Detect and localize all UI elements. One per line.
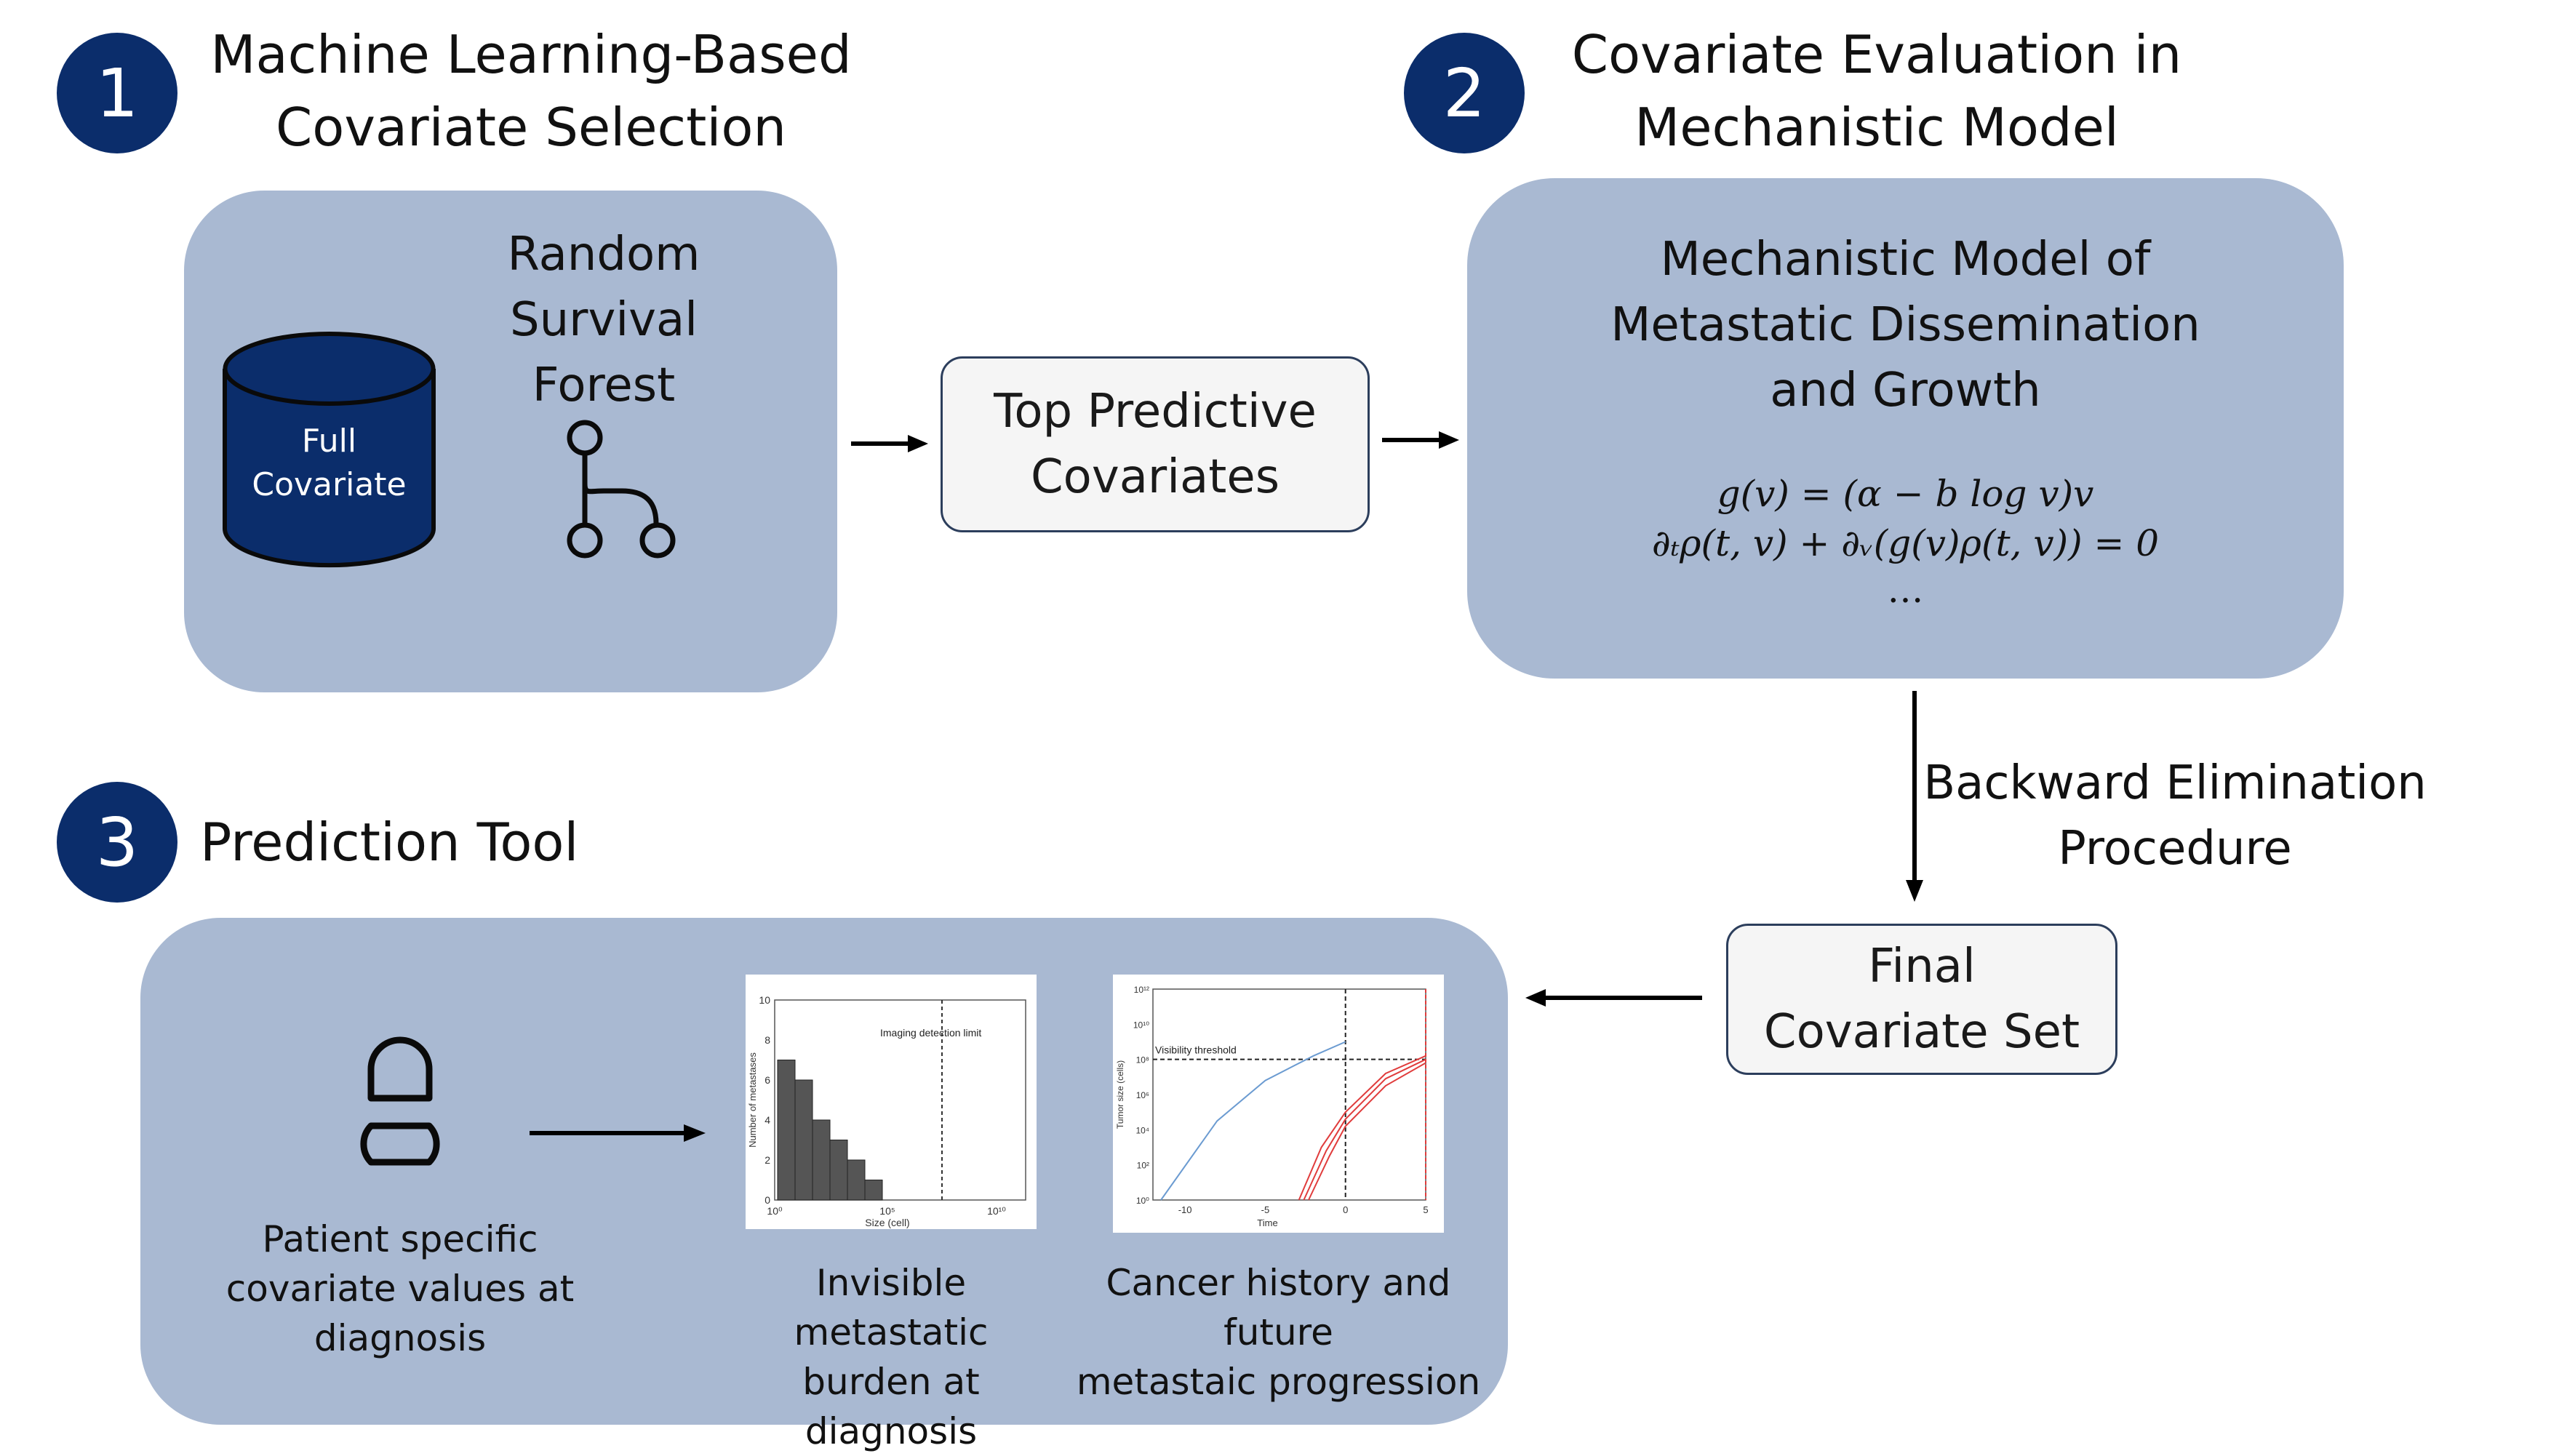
growth-ylabel: Tumor size (cells) bbox=[1115, 1060, 1125, 1129]
hist-ytick-label: 2 bbox=[764, 1154, 770, 1166]
hist-ytick-label: 10 bbox=[759, 994, 770, 1006]
hist-bar bbox=[847, 1159, 866, 1201]
history-caption-line1: Cancer history and future bbox=[1106, 1262, 1451, 1353]
hist-bar bbox=[829, 1140, 848, 1201]
step-1-title-line2: Covariate Selection bbox=[276, 97, 786, 158]
growth-equation: g(v) = (α − b log v)v bbox=[1717, 473, 2094, 515]
top-predictive-line1: Top Predictive bbox=[994, 385, 1317, 439]
backward-elimination-line1: Backward Elimination bbox=[1923, 756, 2427, 810]
hist-xtick-label: 10⁰ bbox=[767, 1205, 783, 1217]
step-3-badge: 3 bbox=[57, 782, 177, 903]
hist-bar bbox=[812, 1119, 831, 1201]
growth-ytick-label: 10² bbox=[1137, 1161, 1149, 1171]
mechanistic-model-title: Mechanistic Model of Metastatic Dissemin… bbox=[1540, 227, 2271, 423]
step-2-number: 2 bbox=[1442, 54, 1486, 132]
growth-axes-box bbox=[1152, 988, 1426, 1201]
mechanistic-model-panel bbox=[1467, 178, 2344, 679]
patient-caption: Patient specific covariate values at dia… bbox=[218, 1215, 582, 1363]
database-icon bbox=[223, 332, 436, 568]
mechanistic-model-line3: and Growth bbox=[1770, 364, 2041, 417]
step-1-title-line1: Machine Learning-Based bbox=[210, 24, 852, 85]
arrow-to-burden-chart bbox=[530, 1124, 706, 1142]
growth-xtick-label: -10 bbox=[1178, 1204, 1192, 1215]
burden-caption-line2: burden at diagnosis bbox=[802, 1361, 980, 1452]
hist-bar bbox=[864, 1180, 883, 1201]
hist-ytick-label: 6 bbox=[764, 1074, 770, 1086]
top-predictive-line2: Covariates bbox=[1030, 450, 1280, 504]
step-2-title-line1: Covariate Evaluation in bbox=[1571, 24, 2182, 85]
step-1-title: Machine Learning-Based Covariate Selecti… bbox=[196, 18, 866, 164]
growth-ytick-label: 10⁰ bbox=[1136, 1196, 1149, 1206]
mechanistic-model-line1: Mechanistic Model of bbox=[1660, 233, 2151, 287]
patient-caption-line2: covariate values at bbox=[225, 1268, 575, 1310]
metastasis-line bbox=[1298, 1055, 1426, 1201]
growth-xtick-label: 5 bbox=[1423, 1204, 1428, 1215]
rsf-label-line1: Random bbox=[507, 228, 700, 281]
backward-elimination-line2: Procedure bbox=[2058, 822, 2292, 876]
growth-xlabel: Time bbox=[1257, 1217, 1277, 1228]
step-1-badge: 1 bbox=[57, 33, 177, 153]
database-label-line1: Full bbox=[301, 423, 357, 460]
step-2-title: Covariate Evaluation in Mechanistic Mode… bbox=[1549, 18, 2204, 164]
rsf-label-line2: Survival Forest bbox=[509, 293, 698, 412]
final-set-line1: Final bbox=[1868, 940, 1976, 993]
hist-ytick-label: 0 bbox=[764, 1194, 770, 1206]
burden-caption: Invisible metastatic burden at diagnosis bbox=[716, 1258, 1066, 1456]
database-label: Full Covariate bbox=[222, 420, 436, 507]
hist-ytick-label: 8 bbox=[764, 1034, 770, 1046]
arrow-to-top-predictive bbox=[851, 435, 928, 452]
burden-caption-line1: Invisible metastatic bbox=[794, 1262, 989, 1353]
final-set-line2: Covariate Set bbox=[1763, 1005, 2080, 1059]
transport-equation: ∂ₜρ(t, v) + ∂ᵥ(g(v)ρ(t, v)) = 0 bbox=[1651, 522, 2160, 564]
mechanistic-model-line2: Metastatic Dissemination bbox=[1610, 298, 2200, 352]
hist-xtick-label: 10¹⁰ bbox=[987, 1205, 1006, 1217]
step-2-title-line2: Mechanistic Model bbox=[1634, 97, 2119, 158]
growth-ytick-label: 10⁸ bbox=[1136, 1055, 1149, 1065]
top-predictive-covariates-node: Top Predictive Covariates bbox=[941, 356, 1370, 532]
patient-caption-line1: Patient specific bbox=[262, 1218, 538, 1260]
step-1-number: 1 bbox=[95, 54, 139, 132]
metastasis-line bbox=[1303, 1058, 1426, 1201]
tree-icon bbox=[567, 420, 676, 559]
step-3-title: Prediction Tool bbox=[200, 812, 579, 873]
hist-ylabel: Number of metastases bbox=[747, 1052, 758, 1148]
metastasis-line bbox=[1308, 1062, 1426, 1201]
hist-bar bbox=[777, 1060, 796, 1201]
metastatic-burden-chart: 0 2 4 6 8 10 10⁰ 10⁵ 10¹⁰ Imaging detection limit… bbox=[746, 975, 1037, 1229]
growth-annotation: Visibility threshold bbox=[1155, 1044, 1237, 1056]
equation-ellipsis: … bbox=[1887, 569, 1924, 611]
patient-caption-line3: diagnosis bbox=[314, 1317, 487, 1359]
growth-ytick-label: 10⁶ bbox=[1136, 1090, 1149, 1100]
hist-xtick-label: 10⁵ bbox=[879, 1205, 895, 1217]
growth-ytick-label: 10¹⁰ bbox=[1133, 1020, 1149, 1030]
growth-ytick-label: 10¹² bbox=[1134, 985, 1149, 995]
rsf-label: Random Survival Forest bbox=[436, 222, 771, 418]
growth-svg: 10⁰ 10² 10⁴ 10⁶ 10⁸ 10¹⁰ 10¹² -10 -5 0 5 Visibility… bbox=[1115, 985, 1429, 1228]
final-covariate-set-node: Final Covariate Set bbox=[1726, 924, 2117, 1075]
step-3-number: 3 bbox=[95, 803, 139, 881]
growth-ytick-label: 10⁴ bbox=[1135, 1125, 1149, 1135]
arrow-to-prediction-tool bbox=[1525, 989, 1702, 1007]
hist-xlabel: Size (cell) bbox=[865, 1217, 909, 1228]
hist-ytick-label: 4 bbox=[764, 1114, 770, 1126]
arrow-to-final-set bbox=[1906, 691, 1923, 902]
primary-tumor-line bbox=[1160, 1041, 1346, 1201]
backward-elimination-label: Backward Elimination Procedure bbox=[1920, 751, 2430, 881]
growth-xtick-label: 0 bbox=[1343, 1204, 1348, 1215]
arrow-to-mechanistic-model bbox=[1382, 431, 1459, 449]
database-label-line2: Covariate bbox=[252, 466, 407, 503]
step-2-badge: 2 bbox=[1404, 33, 1525, 153]
user-icon bbox=[360, 1036, 440, 1166]
history-caption-line2: metastaic progression bbox=[1076, 1361, 1481, 1403]
hist-annotation: Imaging detection limit bbox=[880, 1027, 981, 1039]
history-caption: Cancer history and future metastaic prog… bbox=[1062, 1258, 1495, 1407]
growth-xtick-label: -5 bbox=[1261, 1204, 1270, 1215]
cancer-history-chart: 10⁰ 10² 10⁴ 10⁶ 10⁸ 10¹⁰ 10¹² -10 -5 0 5 Visibility… bbox=[1113, 975, 1444, 1233]
histogram-svg: 0 2 4 6 8 10 10⁰ 10⁵ 10¹⁰ Imaging detection limit… bbox=[747, 994, 1026, 1228]
hist-bar bbox=[794, 1079, 813, 1201]
